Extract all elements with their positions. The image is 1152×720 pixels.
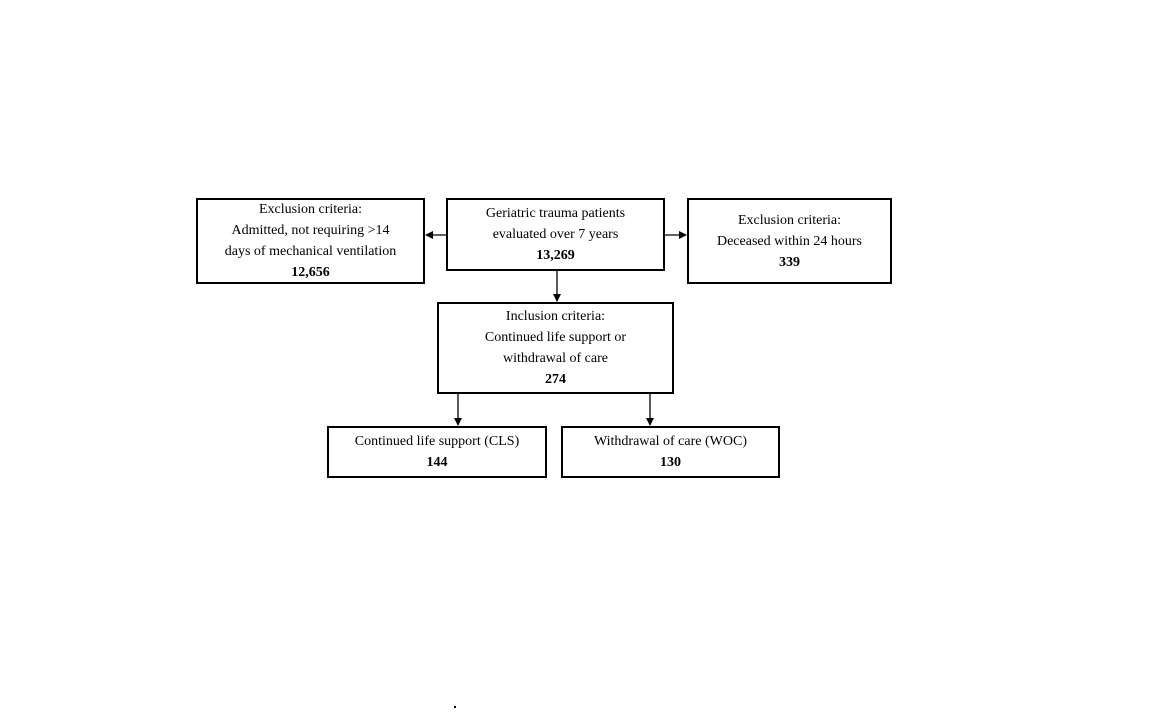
stray-dot xyxy=(454,706,456,708)
continued-life-support-box: Continued life support (CLS) 144 xyxy=(327,426,547,478)
inclusion-criteria-box: Inclusion criteria: Continued life suppo… xyxy=(437,302,674,394)
inclusion-line-1: Inclusion criteria: xyxy=(505,309,606,324)
start-line-1: Geriatric trauma patients xyxy=(485,206,626,221)
start-line-2: evaluated over 7 years xyxy=(492,227,619,242)
inclusion-line-3: withdrawal of care xyxy=(503,351,608,366)
exclusion-criteria-left-box: Exclusion criteria: Admitted, not requir… xyxy=(196,198,425,284)
exclusion-criteria-right-box: Exclusion criteria: Deceased within 24 h… xyxy=(687,198,892,284)
woc-line-1: Withdrawal of care (WOC) xyxy=(594,434,747,449)
exclusion-right-count: 339 xyxy=(779,254,800,270)
exclusion-left-count: 12,656 xyxy=(291,265,330,280)
study-population-box: Geriatric trauma patients evaluated over… xyxy=(446,198,665,271)
exclusion-left-line-3: days of mechanical ventilation xyxy=(224,244,397,259)
inclusion-line-2: Continued life support or xyxy=(484,330,627,345)
exclusion-right-line-1: Exclusion criteria: xyxy=(737,212,842,228)
exclusion-left-line-2: Admitted, not requiring >14 xyxy=(231,223,390,238)
cls-count: 144 xyxy=(426,455,448,470)
inclusion-count: 274 xyxy=(545,372,566,387)
exclusion-right-line-2: Deceased within 24 hours xyxy=(716,233,863,249)
cls-line-1: Continued life support (CLS) xyxy=(354,434,520,449)
withdrawal-of-care-box: Withdrawal of care (WOC) 130 xyxy=(561,426,780,478)
woc-count: 130 xyxy=(660,455,681,470)
start-count: 13,269 xyxy=(536,248,575,263)
exclusion-left-line-1: Exclusion criteria: xyxy=(258,202,363,217)
